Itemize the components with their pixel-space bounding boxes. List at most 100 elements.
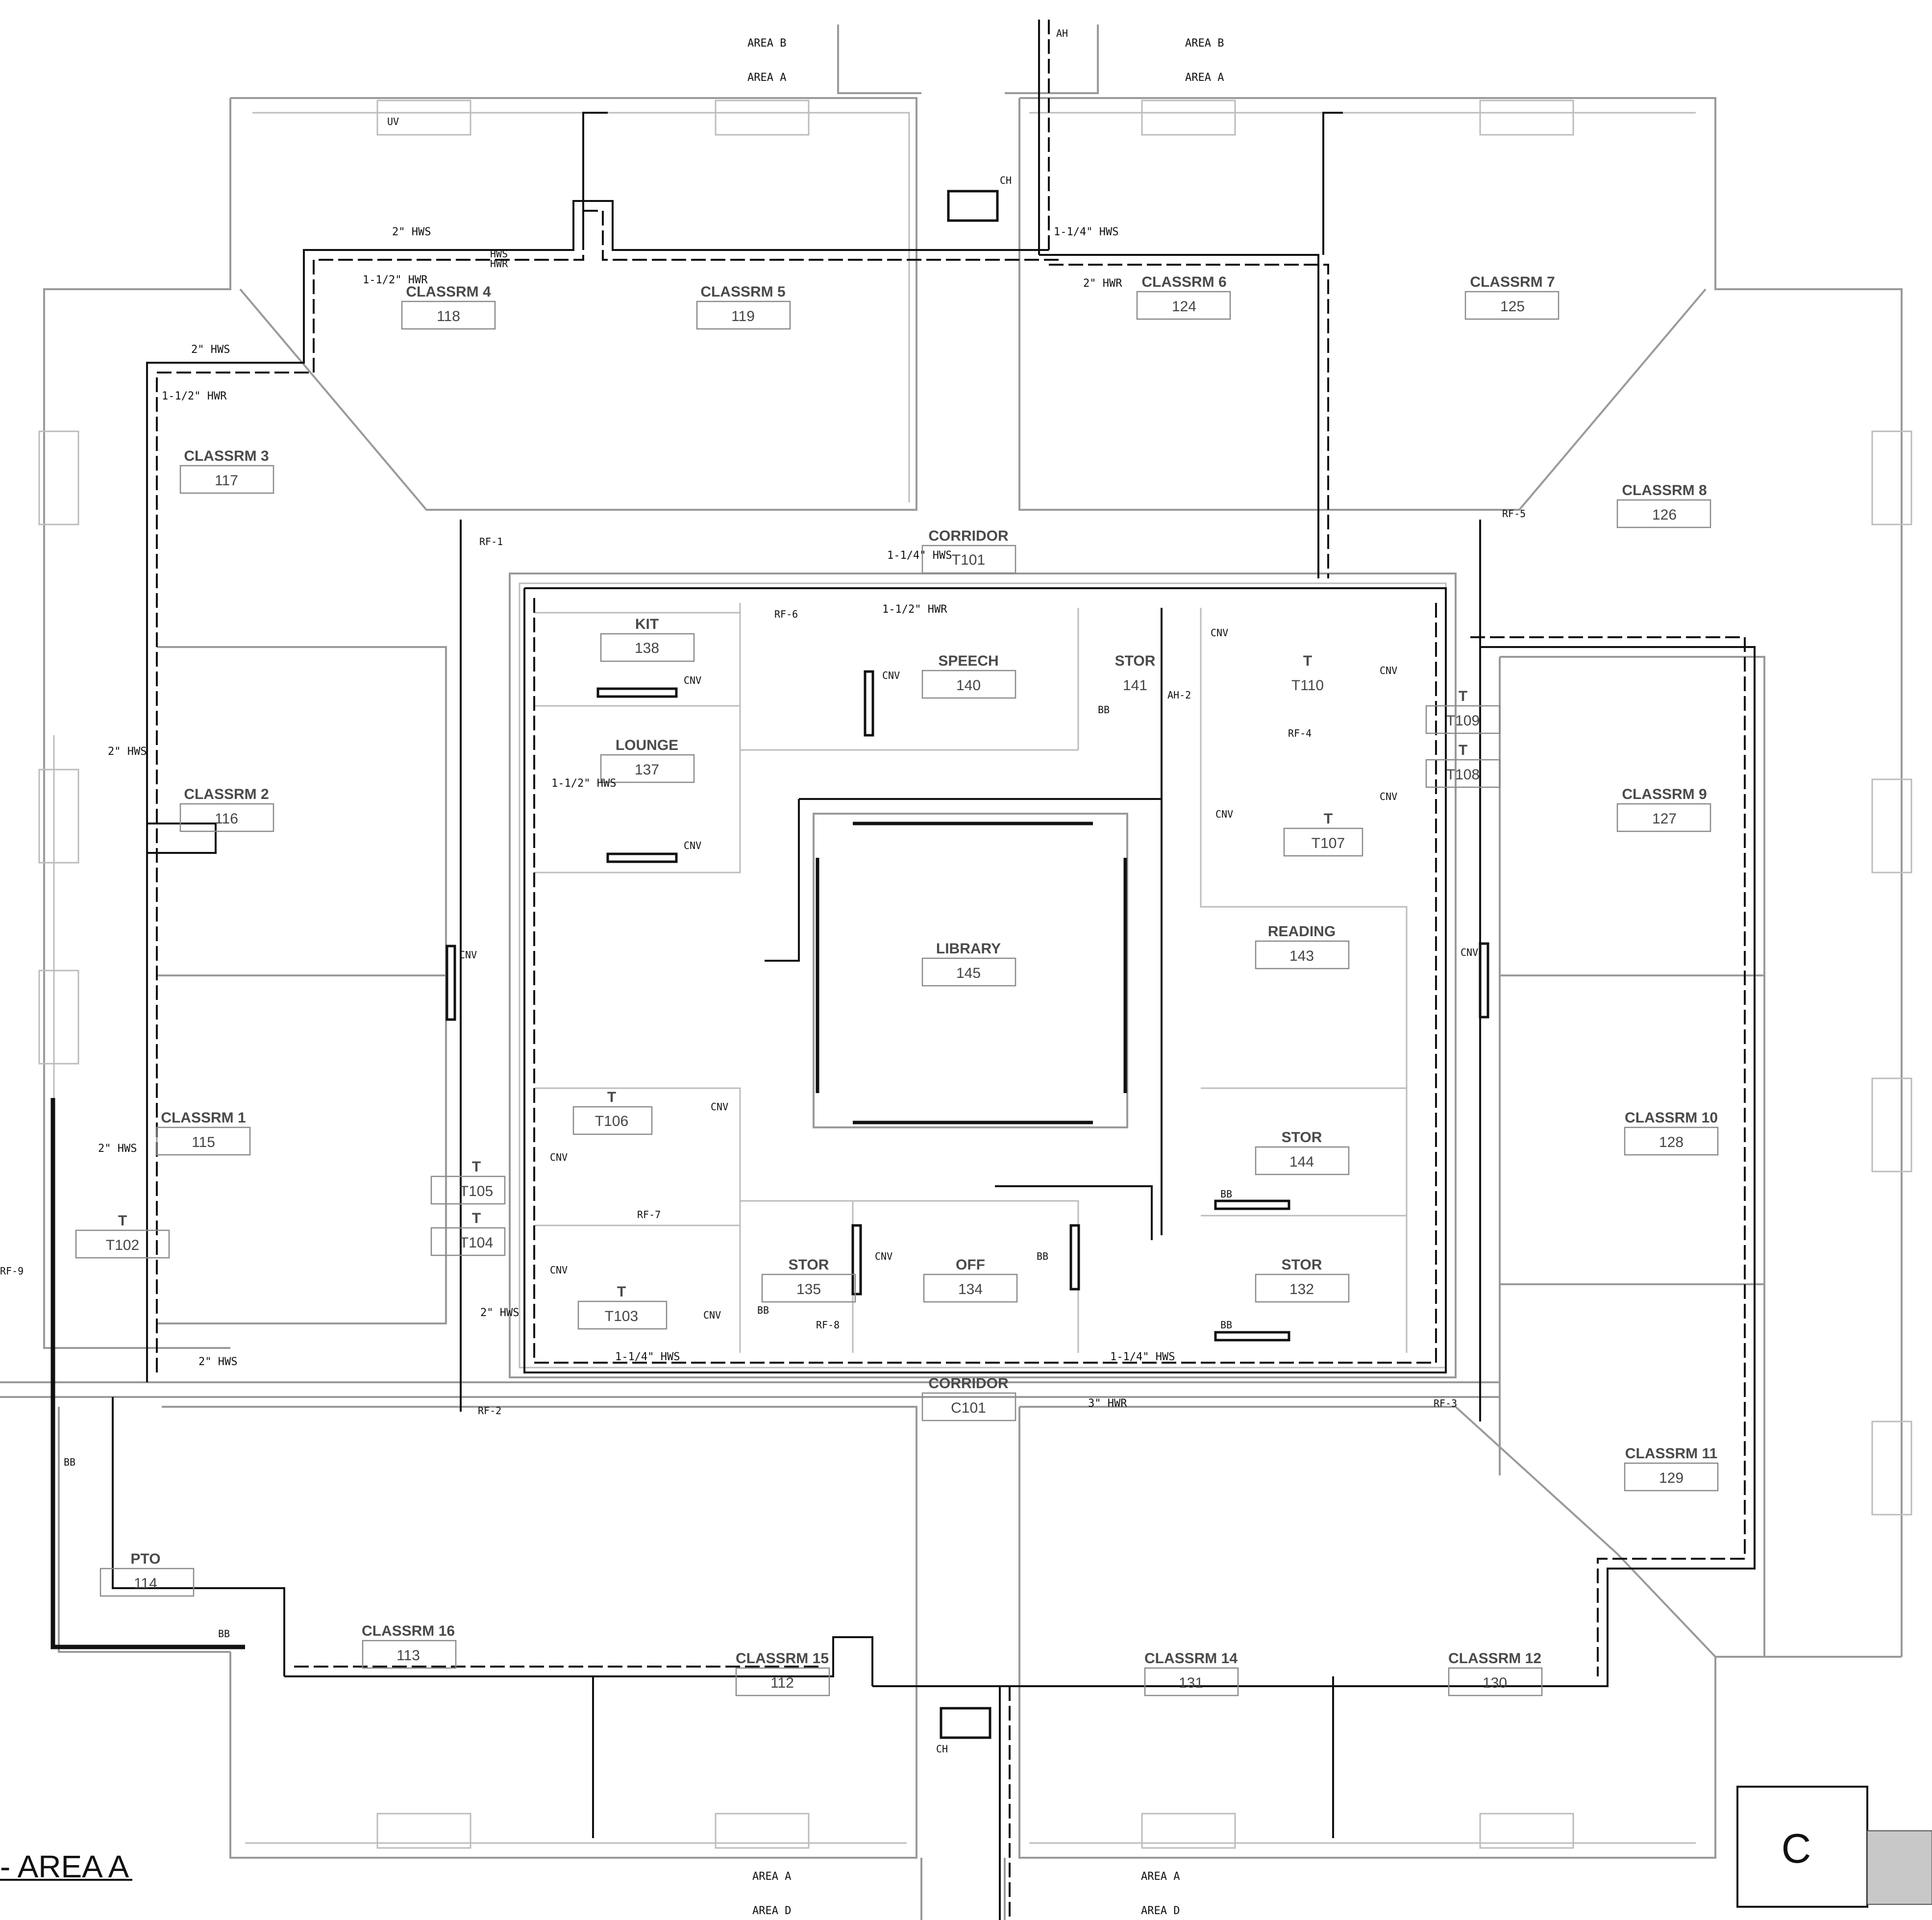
svg-text:1-1/2" HWR: 1-1/2" HWR (363, 274, 428, 286)
svg-text:T103: T103 (605, 1308, 638, 1324)
svg-text:137: 137 (635, 762, 659, 778)
svg-text:CNV: CNV (459, 949, 477, 961)
svg-text:T110: T110 (1291, 677, 1324, 694)
svg-text:CLASSRM 4: CLASSRM 4 (406, 284, 491, 300)
svg-text:BB: BB (1220, 1188, 1232, 1200)
svg-text:T: T (1459, 742, 1467, 758)
svg-text:CLASSRM 10: CLASSRM 10 (1625, 1110, 1718, 1126)
svg-text:LIBRARY: LIBRARY (936, 941, 1001, 957)
svg-text:CNV: CNV (882, 670, 900, 681)
svg-text:CORRIDOR: CORRIDOR (928, 528, 1009, 544)
svg-text:CLASSRM 7: CLASSRM 7 (1470, 274, 1555, 290)
svg-text:CNV: CNV (875, 1250, 892, 1262)
svg-text:BB: BB (757, 1304, 769, 1316)
svg-text:CNV: CNV (550, 1151, 568, 1163)
svg-text:RF-9: RF-9 (0, 1265, 24, 1277)
svg-text:T: T (607, 1089, 616, 1105)
svg-text:CLASSRM 8: CLASSRM 8 (1622, 482, 1707, 499)
svg-text:CLASSRM 1: CLASSRM 1 (161, 1110, 246, 1126)
svg-text:RF-7: RF-7 (637, 1209, 661, 1221)
svg-text:2" HWS: 2" HWS (108, 746, 147, 758)
svg-text:CNV: CNV (1380, 665, 1397, 676)
svg-text:CLASSRM 2: CLASSRM 2 (184, 786, 269, 802)
svg-text:CNV: CNV (1461, 947, 1478, 958)
svg-text:RF-3: RF-3 (1434, 1397, 1457, 1409)
svg-text:T102: T102 (106, 1237, 139, 1253)
svg-text:BB: BB (218, 1628, 230, 1640)
svg-text:135: 135 (796, 1281, 821, 1297)
area-labels: AREA B AREA A AREA B AREA A AREA A AREA … (747, 37, 1224, 1917)
svg-text:STOR: STOR (1282, 1129, 1322, 1146)
svg-text:115: 115 (192, 1134, 215, 1150)
svg-text:138: 138 (635, 640, 659, 656)
svg-text:2" HWR: 2" HWR (1083, 277, 1122, 290)
svg-text:CNV: CNV (684, 674, 701, 686)
svg-text:1-1/2" HWR: 1-1/2" HWR (882, 603, 947, 616)
svg-text:2" HWS: 2" HWS (198, 1356, 237, 1368)
svg-text:RF-4: RF-4 (1288, 727, 1312, 739)
svg-text:BB: BB (1220, 1319, 1232, 1331)
svg-text:T108: T108 (1446, 767, 1480, 783)
svg-text:118: 118 (437, 308, 460, 324)
svg-text:CNV: CNV (1211, 627, 1228, 639)
svg-text:2" HWS: 2" HWS (392, 226, 431, 238)
svg-text:RF-5: RF-5 (1502, 508, 1526, 520)
svg-text:T106: T106 (595, 1113, 628, 1129)
svg-text:117: 117 (215, 473, 238, 489)
svg-text:113: 113 (396, 1647, 420, 1664)
svg-text:C101: C101 (951, 1400, 986, 1416)
svg-text:HWR: HWR (490, 258, 508, 270)
svg-text:CNV: CNV (1215, 808, 1233, 820)
toilet-label: T T103 (577, 1284, 668, 1330)
pipe-notes: 2" HWS 1-1/2" HWR 2" HWS 1-1/2" HWR 1-1/… (98, 226, 1175, 1410)
svg-text:T: T (1459, 688, 1467, 704)
svg-text:2" HWS: 2" HWS (480, 1307, 519, 1319)
svg-text:112: 112 (770, 1675, 794, 1691)
sheet-key: C (1782, 1825, 1811, 1871)
svg-text:STOR: STOR (1115, 653, 1156, 669)
svg-text:125: 125 (1500, 299, 1525, 315)
svg-text:BB: BB (1098, 704, 1110, 716)
svg-text:CNV: CNV (711, 1101, 728, 1113)
svg-text:AH-2: AH-2 (1167, 689, 1191, 701)
svg-text:AH: AH (1056, 27, 1068, 39)
drawing-title: - AREA A (0, 1849, 129, 1884)
svg-text:CLASSRM 11: CLASSRM 11 (1625, 1446, 1717, 1462)
svg-text:AREA A: AREA A (1185, 72, 1224, 84)
svg-text:T104: T104 (460, 1235, 493, 1251)
svg-text:BB: BB (1037, 1250, 1048, 1262)
svg-text:131: 131 (1179, 1675, 1203, 1691)
svg-text:T: T (1324, 811, 1333, 827)
svg-text:RF-8: RF-8 (816, 1319, 840, 1331)
piping (112, 20, 1756, 1920)
svg-text:1-1/2" HWS: 1-1/2" HWS (551, 777, 616, 790)
room-label: CLASSRM 7 125 (1464, 274, 1560, 320)
svg-text:AREA B: AREA B (747, 37, 786, 50)
svg-text:AREA D: AREA D (752, 1905, 791, 1917)
svg-text:CNV: CNV (550, 1264, 568, 1276)
svg-text:T: T (617, 1284, 626, 1300)
svg-text:PTO: PTO (130, 1551, 160, 1567)
svg-text:1-1/2" HWR: 1-1/2" HWR (162, 390, 227, 402)
svg-text:CNV: CNV (684, 840, 701, 851)
svg-text:143: 143 (1289, 948, 1314, 964)
svg-text:RF-2: RF-2 (478, 1405, 501, 1417)
svg-text:1-1/4" HWS: 1-1/4" HWS (615, 1351, 680, 1363)
svg-text:AREA B: AREA B (1185, 37, 1224, 50)
svg-text:2" HWS: 2" HWS (191, 344, 230, 356)
